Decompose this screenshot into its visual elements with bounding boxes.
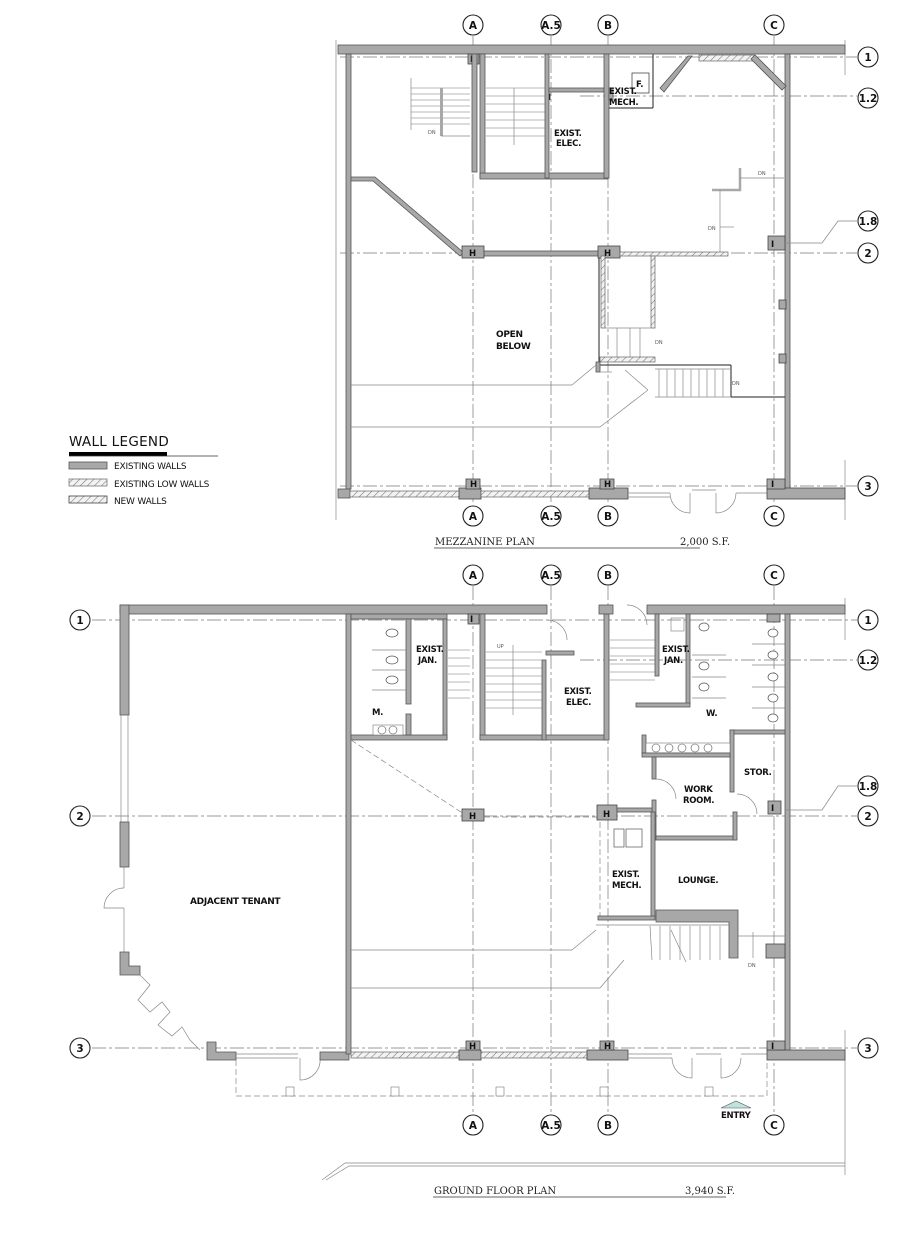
svg-text:H: H [469, 812, 476, 822]
room-label-jan-left: EXIST. [416, 645, 444, 655]
svg-text:A: A [469, 511, 478, 523]
svg-text:1.2: 1.2 [859, 93, 878, 105]
svg-text:A: A [469, 1120, 478, 1132]
svg-text:2: 2 [864, 811, 871, 823]
svg-text:I: I [548, 93, 551, 103]
svg-text:MECH.: MECH. [609, 98, 638, 108]
legend-swatch-low [68, 478, 108, 487]
room-label-lounge: LOUNGE. [678, 876, 718, 886]
svg-text:DN: DN [428, 130, 436, 136]
svg-text:H: H [469, 249, 476, 259]
svg-text:DN: DN [732, 381, 740, 387]
svg-text:1: 1 [864, 52, 871, 64]
svg-text:A.5: A.5 [541, 511, 561, 523]
svg-text:C: C [770, 511, 778, 523]
svg-text:UP: UP [497, 644, 504, 650]
svg-text:C: C [770, 1120, 778, 1132]
svg-text:3: 3 [864, 1043, 871, 1055]
svg-text:A.5: A.5 [541, 1120, 561, 1132]
svg-text:I: I [771, 1042, 774, 1052]
svg-text:A: A [469, 20, 478, 32]
mezzanine-plan-title: MEZZANINE PLAN [435, 537, 535, 548]
svg-text:C: C [770, 570, 778, 582]
legend-label-low: EXISTING LOW WALLS [114, 480, 210, 490]
svg-text:1.2: 1.2 [859, 655, 878, 667]
room-label-work-room: WORK [684, 785, 713, 795]
room-label-ground-elec: EXIST. [564, 687, 592, 697]
wall-legend: WALL LEGEND EXISTING WALLS EXISTING LOW … [68, 434, 218, 507]
legend-label-existing: EXISTING WALLS [114, 462, 187, 472]
svg-text:DN: DN [748, 963, 756, 969]
svg-text:1: 1 [864, 615, 871, 627]
legend-label-new: NEW WALLS [114, 497, 167, 507]
ground-plan-area: 3,940 S.F. [685, 1186, 735, 1197]
svg-text:I: I [470, 615, 473, 625]
room-label-stor: STOR. [744, 768, 772, 778]
legend-title: WALL LEGEND [69, 434, 169, 450]
room-label-ground-mech: EXIST. [612, 870, 640, 880]
svg-text:A: A [469, 570, 478, 582]
mezzanine-grid-bubbles: A A.5 B C A A.5 B C 1 1.2 1.8 2 3 [462, 14, 879, 527]
svg-text:BELOW: BELOW [496, 342, 531, 352]
svg-text:MECH.: MECH. [612, 881, 641, 891]
svg-text:H: H [470, 480, 477, 490]
svg-text:H: H [604, 1042, 611, 1052]
svg-text:H: H [469, 1042, 476, 1052]
svg-text:B: B [604, 511, 612, 523]
svg-text:H: H [604, 480, 611, 490]
svg-text:F.: F. [636, 80, 643, 90]
room-label-adjacent-tenant: ADJACENT TENANT [190, 897, 281, 907]
svg-text:ELEC.: ELEC. [556, 139, 581, 149]
svg-text:ENTRY: ENTRY [721, 1111, 752, 1121]
ground-floor-plan: ADJACENT TENANT EXIST. JAN. M. I [92, 586, 857, 1198]
svg-text:DN: DN [655, 340, 663, 346]
svg-text:1.8: 1.8 [859, 781, 878, 793]
svg-text:I: I [771, 480, 774, 490]
legend-swatch-existing [68, 461, 108, 470]
ground-grid-bubbles: A A.5 B C A A.5 B C 1 1.2 1.8 2 3 1 2 3 [69, 564, 879, 1136]
room-label-mezz-mech: EXIST. [609, 87, 637, 97]
ground-plan-title: GROUND FLOOR PLAN [434, 1186, 556, 1197]
svg-text:H: H [604, 249, 611, 259]
svg-text:ROOM.: ROOM. [683, 796, 714, 806]
svg-text:B: B [604, 1120, 612, 1132]
mezzanine-plan-area: 2,000 S.F. [680, 537, 730, 548]
svg-text:I: I [771, 804, 774, 814]
svg-text:I: I [771, 240, 774, 250]
room-label-women: W. [706, 709, 717, 719]
svg-text:C: C [770, 20, 778, 32]
svg-text:B: B [604, 20, 612, 32]
mezzanine-plan: H H I I I I DN [335, 36, 857, 549]
room-label-men: M. [372, 708, 383, 718]
svg-text:3: 3 [864, 481, 871, 493]
svg-text:1.8: 1.8 [859, 216, 878, 228]
svg-text:DN: DN [708, 226, 716, 232]
svg-text:1: 1 [76, 615, 83, 627]
svg-text:A.5: A.5 [541, 570, 561, 582]
svg-text:B: B [604, 570, 612, 582]
svg-text:A.5: A.5 [541, 20, 561, 32]
entry-marker: ENTRY [720, 1100, 752, 1121]
room-label-mezz-elec: EXIST. [554, 129, 582, 139]
svg-text:H: H [603, 810, 610, 820]
legend-swatch-new [68, 495, 108, 504]
room-label-jan-right: EXIST. [662, 645, 690, 655]
svg-text:JAN.: JAN. [417, 656, 437, 666]
svg-text:2: 2 [76, 811, 83, 823]
room-label-open-below: OPEN [496, 330, 523, 340]
svg-text:2: 2 [864, 248, 871, 260]
svg-text:ELEC.: ELEC. [566, 698, 591, 708]
svg-text:DN: DN [758, 171, 766, 177]
svg-text:JAN.: JAN. [663, 656, 683, 666]
svg-text:3: 3 [76, 1043, 83, 1055]
